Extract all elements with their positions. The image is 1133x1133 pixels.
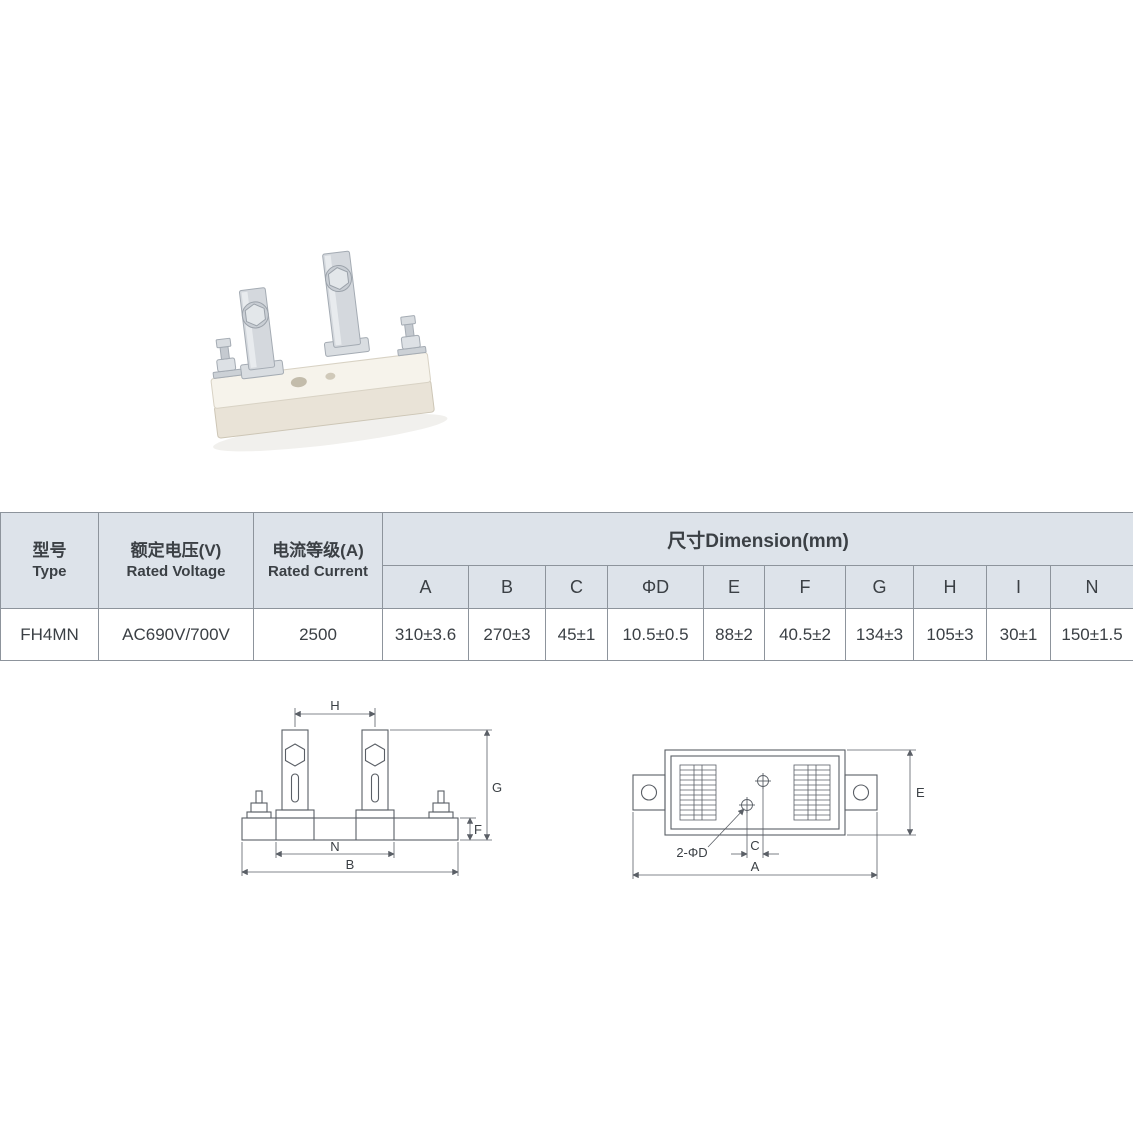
terminal-left <box>246 790 272 819</box>
col-header-phid: ΦD <box>607 565 704 609</box>
voltage-header-en: Rated Voltage <box>126 562 226 580</box>
front-outline <box>241 729 459 841</box>
col-header-g: G <box>845 565 914 609</box>
col-header-h: H <box>913 565 987 609</box>
top-outline <box>632 749 878 836</box>
shadow <box>213 414 448 452</box>
col-header-a: A <box>382 565 469 609</box>
current-header-cn: 电流等级(A) <box>272 540 364 560</box>
cell-n: 150±1.5 <box>1049 608 1133 661</box>
cell-type: FH4MN <box>0 608 99 661</box>
tab-hole-left <box>640 784 658 801</box>
type-header-en: Type <box>32 562 67 580</box>
current-header-en: Rated Current <box>267 562 368 580</box>
dim-label-e: E <box>916 785 925 800</box>
col-header-voltage: 额定电压(V) Rated Voltage <box>98 512 254 609</box>
col-header-current: 电流等级(A) Rated Current <box>253 512 383 609</box>
cell-e: 88±2 <box>703 608 765 661</box>
hex-bolt-right <box>364 743 386 767</box>
cell-h: 105±3 <box>913 608 987 661</box>
tab-hole-right <box>852 784 870 801</box>
table-row: FH4MN AC690V/700V 2500 310±3.6 270±3 45±… <box>0 608 1133 661</box>
dim-label-holes: 2-ΦD <box>676 845 707 860</box>
cell-g: 134±3 <box>845 608 914 661</box>
dim-label-h: H <box>330 700 339 713</box>
front-view-drawing: H G F N B <box>190 698 510 895</box>
fuse-holder-photo <box>210 250 448 452</box>
col-header-n: N <box>1049 565 1133 609</box>
col-header-dimension: 尺寸Dimension(mm) <box>381 512 1133 566</box>
left-terminal <box>212 337 242 379</box>
dim-label-n: N <box>330 839 339 854</box>
voltage-header-cn: 额定电压(V) <box>130 540 222 560</box>
mount-tab-right <box>844 774 878 811</box>
left-bracket <box>238 287 285 380</box>
dim-label-f: F <box>474 822 482 837</box>
ceramic-base <box>210 352 435 439</box>
dim-label-c: C <box>750 838 759 853</box>
cell-current: 2500 <box>253 608 383 661</box>
col-header-f: F <box>764 565 846 609</box>
right-bracket <box>322 250 370 357</box>
cell-f: 40.5±2 <box>764 608 846 661</box>
hex-bolt-left <box>244 303 266 327</box>
hex-bolt-right <box>327 267 350 291</box>
dim-label-b: B <box>346 857 355 872</box>
front-dimension-lines <box>241 708 492 876</box>
col-header-type: 型号 Type <box>0 512 99 609</box>
dim-label-a: A <box>751 859 760 874</box>
product-photo <box>180 245 470 463</box>
top-view-drawing: E A C 2-ΦD <box>620 725 930 895</box>
cell-voltage: AC690V/700V <box>98 608 254 661</box>
col-header-b: B <box>468 565 546 609</box>
right-terminal <box>397 315 427 357</box>
col-header-e: E <box>703 565 765 609</box>
col-header-i: I <box>986 565 1051 609</box>
cell-i: 30±1 <box>986 608 1051 661</box>
mounting-holes <box>739 773 771 813</box>
terminal-right <box>428 790 454 819</box>
dim-label-g: G <box>492 780 502 795</box>
col-header-c: C <box>545 565 608 609</box>
cell-c: 45±1 <box>545 608 608 661</box>
fuse-clips <box>679 764 831 821</box>
cell-b: 270±3 <box>468 608 546 661</box>
cell-a: 310±3.6 <box>382 608 469 661</box>
hex-bolt-left <box>284 743 306 767</box>
cell-phid: 10.5±0.5 <box>607 608 704 661</box>
mount-tab-left <box>632 774 666 811</box>
spec-table: 型号 Type 额定电压(V) Rated Voltage 电流等级(A) Ra… <box>0 512 1133 661</box>
top-dimension-lines <box>632 749 916 879</box>
type-header-cn: 型号 <box>32 540 67 560</box>
